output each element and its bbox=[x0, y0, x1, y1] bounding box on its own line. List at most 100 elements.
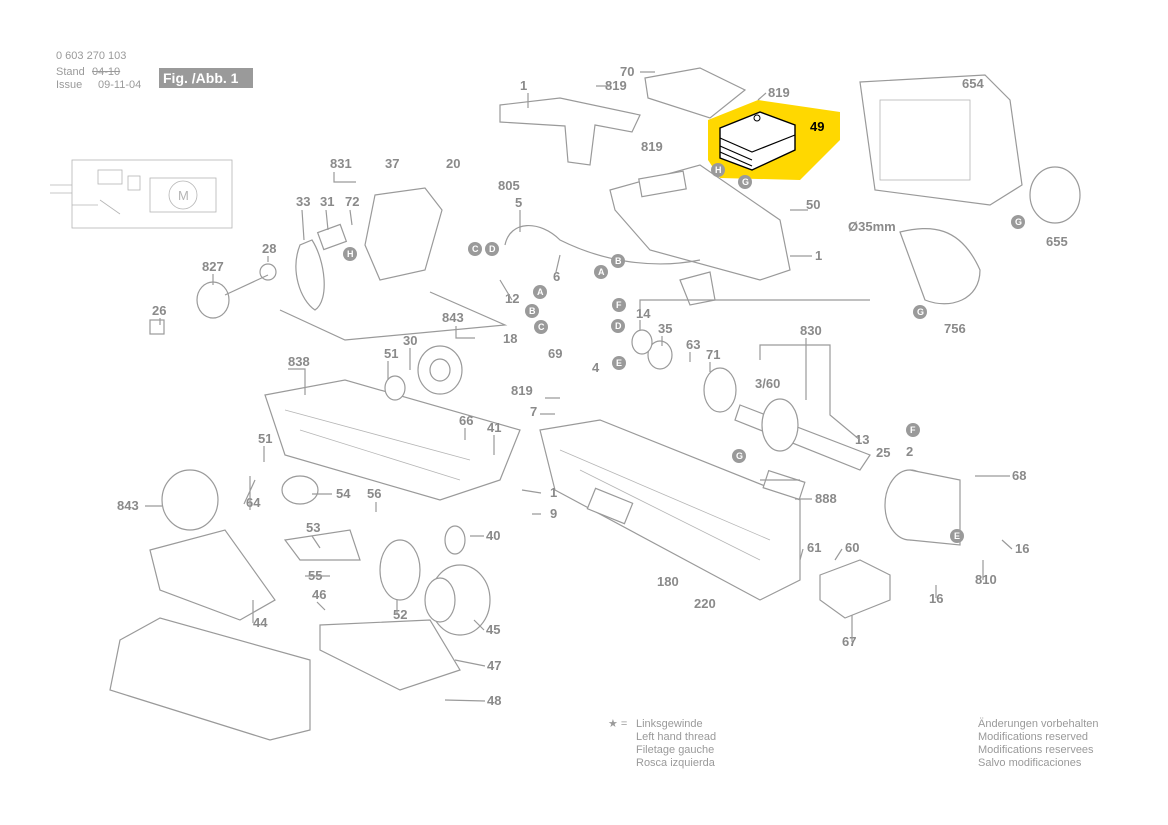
highlighted-part-49 bbox=[708, 100, 840, 180]
label-46: 46 bbox=[312, 587, 326, 602]
issue-label: Issue bbox=[56, 79, 83, 91]
label-1-bottom: 1 bbox=[550, 485, 557, 500]
label-831: 831 bbox=[330, 156, 352, 171]
label-51-b: 51 bbox=[258, 431, 272, 446]
label-68: 68 bbox=[1012, 468, 1026, 483]
label-64: 64 bbox=[246, 495, 261, 510]
label-655: 655 bbox=[1046, 234, 1068, 249]
marker-e-2: E bbox=[954, 531, 960, 541]
dimension-label: Ø35mm bbox=[848, 219, 896, 234]
label-47: 47 bbox=[487, 658, 501, 673]
leader-lines bbox=[145, 71, 1013, 702]
modifications-line-4: Salvo modificaciones bbox=[978, 757, 1082, 769]
label-7: 7 bbox=[530, 404, 537, 419]
part-labels: 1 819 70 819 49 654 819 805 5 50 1 831 3… bbox=[117, 64, 1068, 708]
marker-e-1: E bbox=[616, 358, 622, 368]
label-56: 56 bbox=[367, 486, 381, 501]
label-67: 67 bbox=[842, 634, 856, 649]
label-54: 54 bbox=[336, 486, 351, 501]
label-2: 2 bbox=[906, 444, 913, 459]
label-51: 51 bbox=[384, 346, 398, 361]
label-45: 45 bbox=[486, 622, 500, 637]
label-18: 18 bbox=[503, 331, 517, 346]
label-72: 72 bbox=[345, 194, 359, 209]
marker-f-1: F bbox=[616, 300, 622, 310]
marker-b-2: B bbox=[529, 306, 536, 316]
label-16-a: 16 bbox=[1015, 541, 1029, 556]
modifications-line-3: Modifications reservees bbox=[978, 744, 1094, 756]
label-819-d: 819 bbox=[511, 383, 533, 398]
label-819: 819 bbox=[605, 78, 627, 93]
label-4: 4 bbox=[592, 360, 600, 375]
lower-parts bbox=[109, 469, 891, 741]
stator bbox=[884, 469, 961, 546]
label-827: 827 bbox=[202, 259, 224, 274]
label-1-right: 1 bbox=[815, 248, 822, 263]
modifications-line-1: Änderungen vorbehalten bbox=[978, 718, 1099, 730]
marker-a-2: A bbox=[537, 287, 544, 297]
label-33: 33 bbox=[296, 194, 310, 209]
label-25: 25 bbox=[876, 445, 890, 460]
label-66: 66 bbox=[459, 413, 473, 428]
legend-line-2: Left hand thread bbox=[636, 731, 717, 743]
label-40: 40 bbox=[486, 528, 500, 543]
modifications-line-2: Modifications reserved bbox=[978, 731, 1089, 743]
marker-h-2: H bbox=[715, 165, 722, 175]
label-50: 50 bbox=[806, 197, 820, 212]
label-49-highlighted[interactable]: 49 bbox=[810, 119, 824, 134]
marker-g-2: G bbox=[917, 307, 924, 317]
legend-line-3: Filetage gauche bbox=[636, 744, 715, 756]
marker-c-1: C bbox=[472, 244, 479, 254]
marker-d-1: D bbox=[489, 244, 496, 254]
marker-b-1: B bbox=[615, 256, 622, 266]
legend-star: ★ = bbox=[608, 718, 628, 730]
label-41: 41 bbox=[487, 420, 501, 435]
label-838: 838 bbox=[288, 354, 310, 369]
label-9: 9 bbox=[550, 506, 557, 521]
label-830: 830 bbox=[800, 323, 822, 338]
label-26: 26 bbox=[152, 303, 166, 318]
issue-value: 09-11-04 bbox=[98, 79, 142, 91]
marker-f-2: F bbox=[910, 425, 916, 435]
label-843: 843 bbox=[117, 498, 139, 513]
power-cord bbox=[504, 225, 716, 306]
label-53: 53 bbox=[306, 520, 320, 535]
marker-g-3: G bbox=[736, 451, 743, 461]
marker-c-2: C bbox=[538, 322, 545, 332]
marker-h-1: H bbox=[347, 249, 354, 259]
label-12: 12 bbox=[505, 291, 519, 306]
label-70: 70 bbox=[620, 64, 634, 79]
label-3-60: 3/60 bbox=[755, 376, 780, 391]
label-810: 810 bbox=[975, 572, 997, 587]
label-843-top: 843 bbox=[442, 310, 464, 325]
label-44: 44 bbox=[253, 615, 268, 630]
stand-label: Stand bbox=[56, 66, 85, 78]
label-69: 69 bbox=[548, 346, 562, 361]
label-71: 71 bbox=[706, 347, 720, 362]
base-housing bbox=[264, 345, 521, 501]
label-819-b: 819 bbox=[768, 85, 790, 100]
legend-line-1: Linksgewinde bbox=[636, 718, 703, 730]
label-37: 37 bbox=[385, 156, 399, 171]
label-52: 52 bbox=[393, 607, 407, 622]
label-1-top: 1 bbox=[520, 78, 527, 93]
label-61: 61 bbox=[807, 540, 821, 555]
label-13: 13 bbox=[855, 432, 869, 447]
stand-value: 04-10 bbox=[92, 66, 121, 78]
marker-d-2: D bbox=[615, 321, 622, 331]
label-63: 63 bbox=[686, 337, 700, 352]
top-cover bbox=[499, 67, 791, 281]
label-48: 48 bbox=[487, 693, 501, 708]
marker-g-4: G bbox=[742, 177, 749, 187]
label-31: 31 bbox=[320, 194, 334, 209]
label-60: 60 bbox=[845, 540, 859, 555]
label-28: 28 bbox=[262, 241, 276, 256]
label-20: 20 bbox=[446, 156, 460, 171]
marker-g-1: G bbox=[1015, 217, 1022, 227]
figure-label: Fig. /Abb. 1 bbox=[159, 68, 253, 88]
dust-box bbox=[859, 74, 1081, 305]
label-756: 756 bbox=[944, 321, 966, 336]
label-6: 6 bbox=[553, 269, 560, 284]
label-5: 5 bbox=[515, 195, 522, 210]
